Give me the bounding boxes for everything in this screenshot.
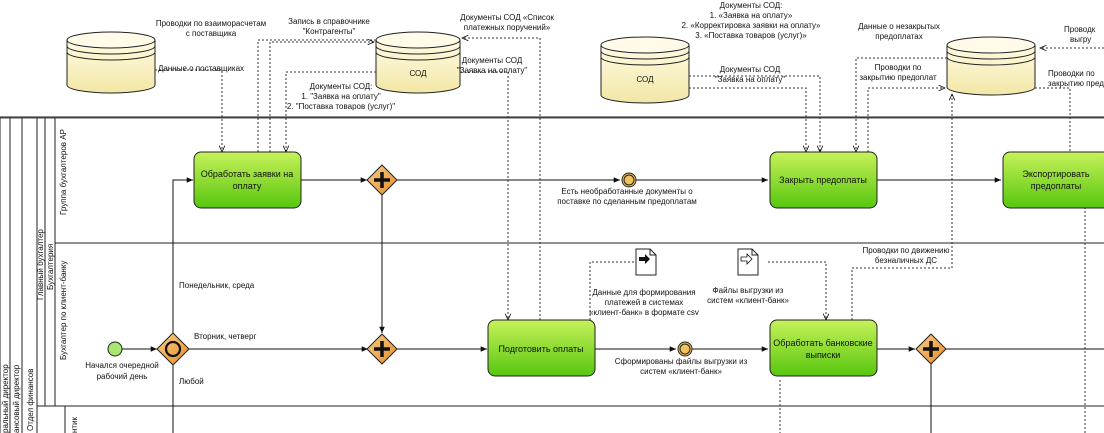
event-label-line: систем «клиент-банк» <box>640 367 722 376</box>
lane-ap-group: Группа бухгалтеров AP <box>59 129 68 215</box>
event-label-line: Начался очередной <box>85 361 159 370</box>
annotation-line: 3. «Поставка товаров (услуг)» <box>695 31 807 40</box>
datastore-sod-2-label: СОД <box>636 75 654 84</box>
lane-bottom-partial: нтик <box>70 416 79 433</box>
event-label-line: Есть необработанные документы о <box>561 187 693 196</box>
start-event[interactable] <box>107 341 123 357</box>
annotation-line: 2. «Корректировка заявки на оплату» <box>681 21 821 30</box>
datastore-suppliers[interactable] <box>66 31 156 94</box>
intermediate-event-2[interactable] <box>677 341 693 357</box>
annotation-line: платежных поручений» <box>464 23 551 32</box>
annotation-line: выгру <box>1070 35 1091 44</box>
annotation-line: "Контрагенты" <box>303 27 356 36</box>
document-label-line: платежей в системах <box>605 298 684 307</box>
document-label-line: Файлы выгрузки из <box>713 286 784 295</box>
task-label-line: Обработать банковские <box>773 338 872 348</box>
event-based-gateway[interactable] <box>156 332 190 366</box>
send-arrow-icon <box>639 254 650 264</box>
annotation-line: с поставщика <box>186 29 237 38</box>
lane-finance-dept: Отдел финансов <box>26 369 35 432</box>
annotation-line: Проводки по <box>1048 69 1095 78</box>
datastore-4[interactable] <box>946 36 1036 96</box>
task-close-prepayments[interactable]: Закрыть предоплаты <box>769 151 878 209</box>
parallel-gateway-1[interactable] <box>366 164 398 196</box>
lane-chief-accountant: Главный бухгалтер <box>36 229 45 300</box>
intermediate-event-1[interactable] <box>621 172 637 188</box>
annotation-line: 1. «Заявка на оплату» <box>710 11 793 20</box>
data-associations <box>155 38 1104 433</box>
document-label-line: Данные для формирования <box>592 288 695 297</box>
lane-accounting: Бухгалтерия <box>46 244 55 290</box>
annotation-line: Проводки по взаиморасчетам <box>156 19 266 28</box>
task-export-prepayments[interactable]: Экспортировать предоплаты <box>1002 151 1104 209</box>
task-process-payment-requests[interactable]: Обработать заявки на оплату <box>193 151 302 209</box>
condition-label: Вторник, четверг <box>194 332 256 341</box>
annotation-line: Данные о незакрытых <box>858 22 940 31</box>
task-label-line: выписки <box>806 350 841 360</box>
datastore-sod-2[interactable]: СОД <box>600 36 690 104</box>
annotation-line: Проводк <box>1064 25 1096 34</box>
annotation-line: Документы СОД «Список <box>460 13 554 22</box>
sequence-flows <box>122 177 1104 433</box>
annotation-line: Проводки по движению <box>862 246 949 255</box>
annotation-line: закрытию предоплат <box>859 73 937 82</box>
event-label-line: Сформированы файлы выгрузки из <box>615 357 748 366</box>
task-label-line: Обработать заявки на <box>201 169 294 179</box>
event-label-line: поставке по сделанным предоплатам <box>557 197 697 206</box>
annotation-line: Документы СОД: <box>720 1 783 10</box>
task-label-line: Закрыть предоплаты <box>779 175 867 185</box>
lane-labels: ральный директор ансовый директор Отдел … <box>1 129 79 433</box>
pool-structure <box>0 116 1104 433</box>
annotation-line: Данные о поставщиках <box>158 64 244 73</box>
receive-arrow-icon <box>740 253 753 265</box>
annotation-line: Запись в справочнике <box>288 17 370 26</box>
task-label-line: Подготовить оплаты <box>498 344 583 354</box>
data-object-bank-files[interactable] <box>737 248 759 276</box>
annotation-line: "Заявка на оплату" <box>457 66 528 75</box>
document-label-line: систем «клиент-банк» <box>707 296 789 305</box>
task-label-line: оплату <box>233 181 262 191</box>
annotation-line: предоплатах <box>875 32 922 41</box>
annotations: Проводки по взаиморасчетам с поставщика … <box>85 1 1104 386</box>
data-object-payment-csv[interactable] <box>635 248 657 276</box>
event-label-line: рабочий день <box>97 372 148 381</box>
datastore-sod-1-label: СОД <box>409 69 427 78</box>
document-label-line: «клиент-банк» в формате csv <box>589 308 699 317</box>
parallel-gateway-2[interactable] <box>366 333 398 365</box>
condition-label: Любой <box>179 377 204 386</box>
lane-finance-director: ансовый директор <box>12 364 21 433</box>
task-label-line: Экспортировать <box>1022 169 1089 179</box>
annotation-line: закрытию предопл <box>1048 79 1104 88</box>
annotation-line: 1. "Заявка на оплату" <box>301 92 381 101</box>
task-process-bank-statements[interactable]: Обработать банковские выписки <box>769 319 878 377</box>
condition-label: Понедельник, среда <box>179 281 255 290</box>
annotation-line: Проводки по <box>875 63 922 72</box>
lane-general-director: ральный директор <box>1 364 10 433</box>
task-label-line: предоплаты <box>1031 181 1081 191</box>
task-prepare-payments[interactable]: Подготовить оплаты <box>487 319 596 377</box>
annotation-line: безналичных ДС <box>875 256 937 265</box>
parallel-gateway-3[interactable] <box>915 333 947 365</box>
lane-bank-accountant: Бухгалтер по клиент-банку <box>59 261 68 360</box>
annotation-line: "Заявка на оплату" <box>715 75 786 84</box>
annotation-line: 2. "Поставка товаров (услуг)" <box>287 102 395 111</box>
annotation-line: Документы СОД <box>720 65 781 74</box>
annotation-line: Документы СОД <box>462 56 523 65</box>
datastore-sod-1[interactable]: СОД <box>375 31 461 94</box>
annotation-line: Документы СОД: <box>310 82 373 91</box>
